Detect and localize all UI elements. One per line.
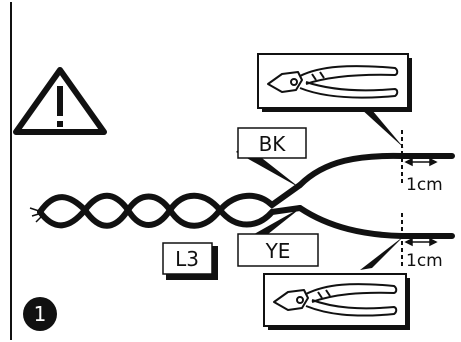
wire-cutter-icon	[273, 283, 398, 317]
step-number-badge: 1	[23, 297, 57, 331]
wire-label-bk: BK	[237, 127, 307, 159]
warning-triangle-icon	[13, 67, 107, 135]
wire-label-ye: YE	[237, 233, 319, 267]
tool-pointer-bottom	[360, 236, 404, 270]
tool-pointer-top	[360, 108, 404, 148]
svg-text:BK: BK	[259, 132, 287, 156]
yellow-wire	[297, 205, 455, 239]
svg-text:YE: YE	[265, 239, 291, 263]
strip-length-label-bottom: 1cm	[406, 251, 443, 271]
svg-text:L3: L3	[175, 247, 199, 271]
strip-length-arrow-bottom	[404, 237, 438, 247]
strip-length-label-top: 1cm	[406, 175, 443, 195]
cable-label-l3: L3	[162, 242, 218, 280]
wire-cutter-icon	[267, 65, 399, 99]
twisted-wire-pair	[29, 182, 303, 229]
tool-panel-top	[257, 53, 412, 112]
step-number: 1	[34, 302, 47, 326]
black-wire	[297, 152, 455, 188]
tool-panel-bottom	[263, 273, 410, 330]
strip-length-arrow-top	[404, 157, 438, 167]
